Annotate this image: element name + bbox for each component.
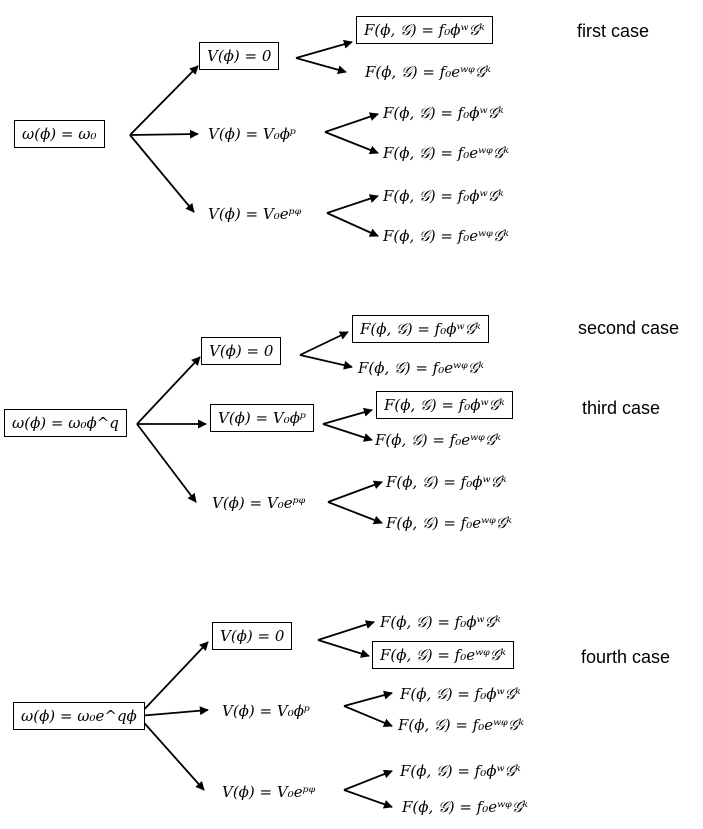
omega-node-3: ω(ϕ) = ω₀e^qϕ xyxy=(13,702,145,730)
coupling-node-2-2-exp: F(ϕ, 𝒢) = f₀eʷᵠ𝒢ᵏ xyxy=(375,431,501,449)
branch-arrow-3 xyxy=(129,134,195,213)
potential-node-2-2: V(ϕ) = V₀ϕᵖ xyxy=(210,404,314,432)
branch-arrow-6 xyxy=(324,112,379,133)
fourth-case-label: fourth case xyxy=(581,647,671,667)
first-case-label: first case xyxy=(577,21,650,41)
coupling-node-1-2-power: F(ϕ, 𝒢) = f₀ϕʷ𝒢ᵏ xyxy=(383,104,504,122)
branch-arrow-25 xyxy=(343,705,393,728)
branch-arrow-22 xyxy=(317,620,375,641)
coupling-node-3-1-power: F(ϕ, 𝒢) = f₀ϕʷ𝒢ᵏ xyxy=(380,613,501,631)
branch-arrow-10 xyxy=(136,356,201,425)
potential-node-1-3: V(ϕ) = V₀eᵖᵠ xyxy=(208,205,302,223)
coupling-node-2-1-exp: F(ϕ, 𝒢) = f₀eʷᵠ𝒢ᵏ xyxy=(358,359,484,377)
coupling-node-3-2-power: F(ϕ, 𝒢) = f₀ϕʷ𝒢ᵏ xyxy=(400,685,521,703)
branch-arrow-27 xyxy=(343,789,393,809)
coupling-node-3-1-exp: F(ϕ, 𝒢) = f₀eʷᵠ𝒢ᵏ xyxy=(372,641,514,669)
branch-arrow-21 xyxy=(137,715,205,791)
branch-arrow-24 xyxy=(343,690,393,707)
potential-node-3-1: V(ϕ) = 0 xyxy=(212,622,293,650)
coupling-node-1-2-exp: F(ϕ, 𝒢) = f₀eʷᵠ𝒢ᵏ xyxy=(383,144,509,162)
branch-arrow-15 xyxy=(322,407,373,425)
potential-node-1-2: V(ϕ) = V₀ϕᵖ xyxy=(208,125,296,143)
branch-arrow-8 xyxy=(326,194,379,214)
potential-node-2-1: V(ϕ) = 0 xyxy=(201,337,282,365)
coupling-node-1-3-exp: F(ϕ, 𝒢) = f₀eʷᵠ𝒢ᵏ xyxy=(383,227,509,245)
potential-node-2-3: V(ϕ) = V₀eᵖᵠ xyxy=(212,494,306,512)
branch-arrow-23 xyxy=(317,639,370,658)
omega-node-2: ω(ϕ) = ω₀ϕ^q xyxy=(4,409,127,437)
coupling-node-2-1-power: F(ϕ, 𝒢) = f₀ϕʷ𝒢ᵏ xyxy=(352,315,489,343)
coupling-node-2-2-power: F(ϕ, 𝒢) = f₀ϕʷ𝒢ᵏ xyxy=(376,391,513,419)
branch-arrow-26 xyxy=(343,769,393,791)
branch-arrow-9 xyxy=(326,212,379,237)
omega-node-1: ω(ϕ) = ω₀ xyxy=(14,120,105,148)
branch-arrow-12 xyxy=(136,423,197,503)
branch-arrow-20 xyxy=(137,706,209,717)
potential-node-1-1: V(ϕ) = 0 xyxy=(199,42,280,70)
coupling-node-2-3-power: F(ϕ, 𝒢) = f₀ϕʷ𝒢ᵏ xyxy=(386,473,507,491)
branch-arrow-14 xyxy=(299,354,353,370)
branch-arrow-19 xyxy=(137,641,209,717)
potential-node-3-3: V(ϕ) = V₀eᵖᵠ xyxy=(222,783,316,801)
third-case-label: third case xyxy=(582,398,661,418)
branch-arrow-13 xyxy=(299,331,349,356)
branch-arrow-1 xyxy=(129,65,199,136)
second-case-label: second case xyxy=(578,318,680,338)
coupling-node-3-3-exp: F(ϕ, 𝒢) = f₀eʷᵠ𝒢ᵏ xyxy=(402,798,528,816)
branch-arrow-7 xyxy=(324,131,379,155)
coupling-node-3-2-exp: F(ϕ, 𝒢) = f₀eʷᵠ𝒢ᵏ xyxy=(398,716,524,734)
coupling-node-3-3-power: F(ϕ, 𝒢) = f₀ϕʷ𝒢ᵏ xyxy=(400,762,521,780)
branch-arrow-4 xyxy=(295,39,353,59)
coupling-node-1-1-exp: F(ϕ, 𝒢) = f₀eʷᵠ𝒢ᵏ xyxy=(365,63,491,81)
branch-arrow-17 xyxy=(327,480,383,503)
branch-arrow-5 xyxy=(295,57,347,75)
branch-arrow-18 xyxy=(327,501,383,525)
branch-arrow-2 xyxy=(129,129,199,139)
coupling-node-1-3-power: F(ϕ, 𝒢) = f₀ϕʷ𝒢ᵏ xyxy=(383,187,504,205)
coupling-node-1-1-power: F(ϕ, 𝒢) = f₀ϕʷ𝒢ᵏ xyxy=(356,16,493,44)
potential-node-3-2: V(ϕ) = V₀ϕᵖ xyxy=(222,702,310,720)
branch-arrow-16 xyxy=(322,423,373,442)
coupling-node-2-3-exp: F(ϕ, 𝒢) = f₀eʷᵠ𝒢ᵏ xyxy=(386,514,512,532)
